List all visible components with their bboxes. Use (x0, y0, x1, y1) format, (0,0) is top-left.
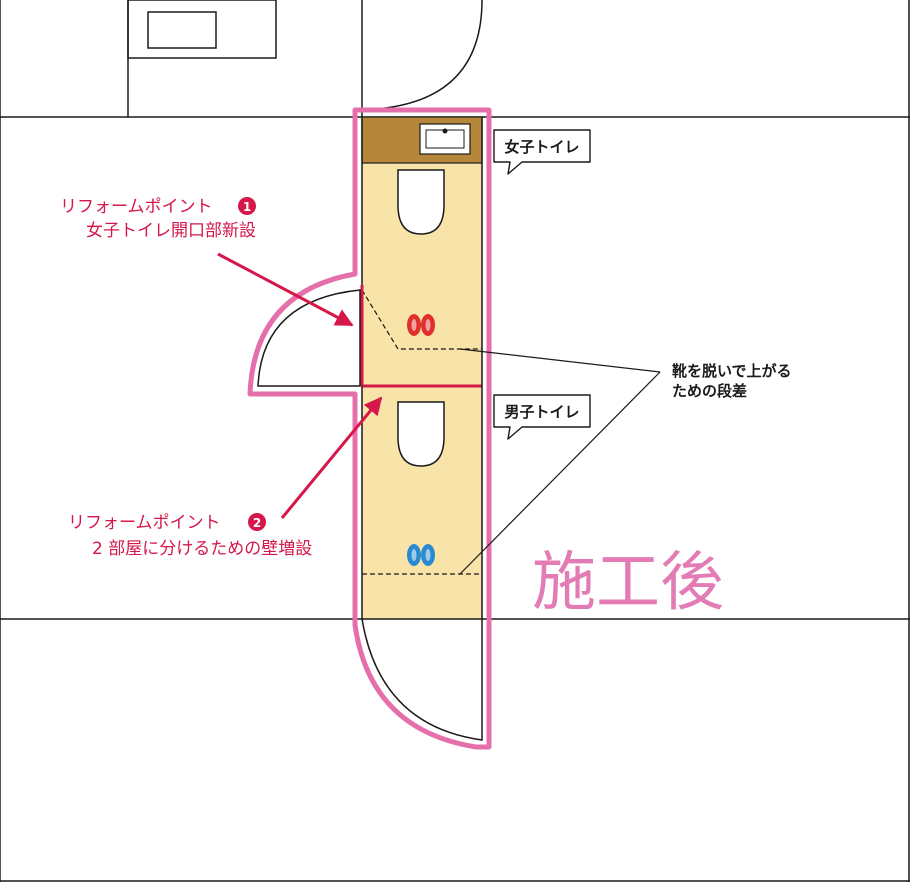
reform-point-2-detail: 2 部屋に分けるための壁増設 (92, 539, 312, 559)
reform-point-2: リフォームポイント 2 2 部屋に分けるための壁増設 (68, 396, 383, 559)
bottom-door-swing (361, 618, 483, 741)
page-title: 施工後 (532, 546, 724, 620)
womens-toilet-bowl-icon (397, 169, 445, 235)
reform-point-1: リフォームポイント 1 女子トイレ開口部新設 (60, 197, 354, 327)
womens-door-swing (257, 289, 361, 387)
reform-point-2-arrow (280, 396, 383, 519)
step-note-leaders (459, 348, 661, 575)
reform-point-1-detail: 女子トイレ開口部新設 (86, 221, 256, 241)
sink-basin-icon (419, 123, 471, 155)
top-door-arc (375, 0, 483, 110)
step-note-line2: ための段差 (672, 382, 747, 400)
corridor-walls (361, 117, 483, 619)
womens-toilet-label: 女子トイレ (504, 138, 579, 156)
womens-slippers-icon (407, 314, 435, 336)
reform-point-2-badge (248, 513, 266, 531)
mens-slippers-icon (407, 544, 435, 566)
reform-point-1-badge (238, 197, 256, 215)
top-cabinet (127, 0, 277, 59)
mens-toilet-bowl-icon (397, 401, 445, 467)
reform-point-2-number: 2 (253, 516, 261, 530)
reform-point-2-heading: リフォームポイント (68, 513, 221, 533)
mens-toilet-label: 男子トイレ (504, 403, 579, 421)
reform-point-1-number: 1 (243, 200, 251, 214)
renovation-area-outline (247, 107, 492, 750)
step-note-line1: 靴を脱いで上がる (672, 362, 792, 380)
mens-toilet-label-bubble: 男子トイレ (493, 394, 591, 440)
womens-toilet-label-bubble: 女子トイレ (493, 129, 591, 175)
reform-point-1-arrow (217, 252, 354, 327)
reform-point-1-heading: リフォームポイント (60, 197, 213, 217)
